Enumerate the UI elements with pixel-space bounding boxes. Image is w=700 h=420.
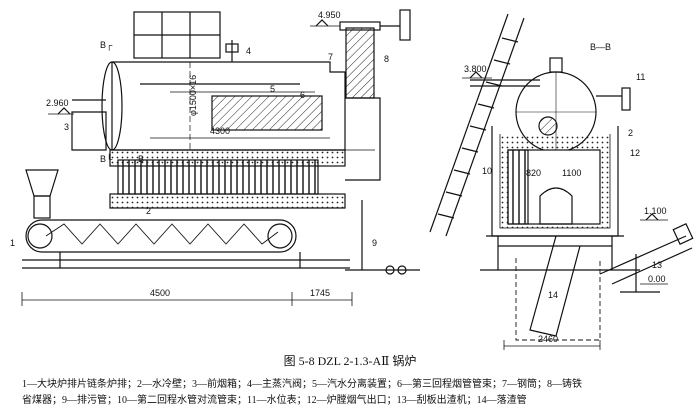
dim-820-label: 820: [526, 168, 541, 178]
callout-2: 2: [146, 206, 151, 216]
cast-iron-economizer: [345, 27, 375, 99]
callout-11: 11: [636, 72, 645, 82]
left-view-labels: B┌ B B└ 4.950 2.960 φ1500×16 4300 4500 1…: [10, 10, 389, 298]
access-ladder: [429, 13, 509, 233]
third-pass-tube-bundle: [211, 95, 323, 131]
section-mark-bottom: B└: [100, 153, 113, 164]
callout-6: 6: [300, 90, 305, 100]
elevation-top-left: 4.950: [318, 10, 341, 20]
callout-12: 12: [630, 148, 640, 158]
left-elevation-view: [21, 9, 420, 306]
elevation-side-left: 2.960: [46, 98, 69, 108]
section-mark-top: B┌: [100, 40, 113, 51]
right-view-labels: B—B 3.800 1.100 0.00 820 1100 2460 2 10 …: [464, 42, 667, 344]
section-mark-mid: B: [138, 154, 144, 164]
front-smoke-box: [71, 111, 107, 151]
second-pass-convection-tubes: [507, 149, 529, 225]
callout-3: 3: [64, 122, 69, 132]
right-section-view: [429, 13, 694, 350]
dim-1745-label: 1745: [310, 288, 330, 298]
scraper-slag-remover: [599, 235, 687, 275]
callout-14: 14: [548, 290, 558, 300]
figure-legend-line-2: 省煤器；9—排污管；10—第二回程水管对流管束；11—水位表；12—炉膛烟气出口…: [22, 395, 527, 406]
water-level-gauge: [621, 87, 631, 111]
dim-1100-label: 1100: [562, 168, 581, 178]
figure-caption: 图 5-8 DZL 2-1.3-AⅡ 锅炉: [283, 354, 417, 368]
elevation-side-right: 1.100: [644, 206, 667, 216]
callout-4: 4: [246, 46, 251, 56]
figure-legend-line-1: 1—大块炉排片链条炉排；2—水冷壁；3—前烟箱；4—主蒸汽阀；5—汽水分离装置；…: [22, 379, 582, 390]
elevation-ground: 0.00: [648, 274, 666, 284]
callout-13: 13: [652, 260, 662, 270]
dim-4500-label: 4500: [150, 288, 170, 298]
section-title: B—B: [590, 42, 611, 52]
dim-2460-label: 2460: [538, 334, 558, 344]
elevation-top-right: 3.800: [464, 64, 487, 74]
coal-hopper: [25, 169, 59, 197]
slag-drop-pipe: [529, 235, 581, 337]
callout-9: 9: [372, 238, 377, 248]
callout-2-right: 2: [628, 128, 633, 138]
drum-diameter-label: φ1500×16: [188, 75, 198, 116]
callout-10: 10: [482, 166, 492, 176]
boiler-drawing: B┌ B B└ 4.950 2.960 φ1500×16 4300 4500 1…: [10, 9, 694, 350]
water-wall-tubes: [117, 159, 319, 195]
callout-1: 1: [10, 238, 15, 248]
drum-length-label: 4300: [210, 126, 230, 136]
main-steam-valve: [225, 43, 239, 53]
callout-5: 5: [270, 84, 275, 94]
chain-grate: [25, 219, 297, 253]
callout-8: 8: [384, 54, 389, 64]
callout-7: 7: [328, 52, 333, 62]
